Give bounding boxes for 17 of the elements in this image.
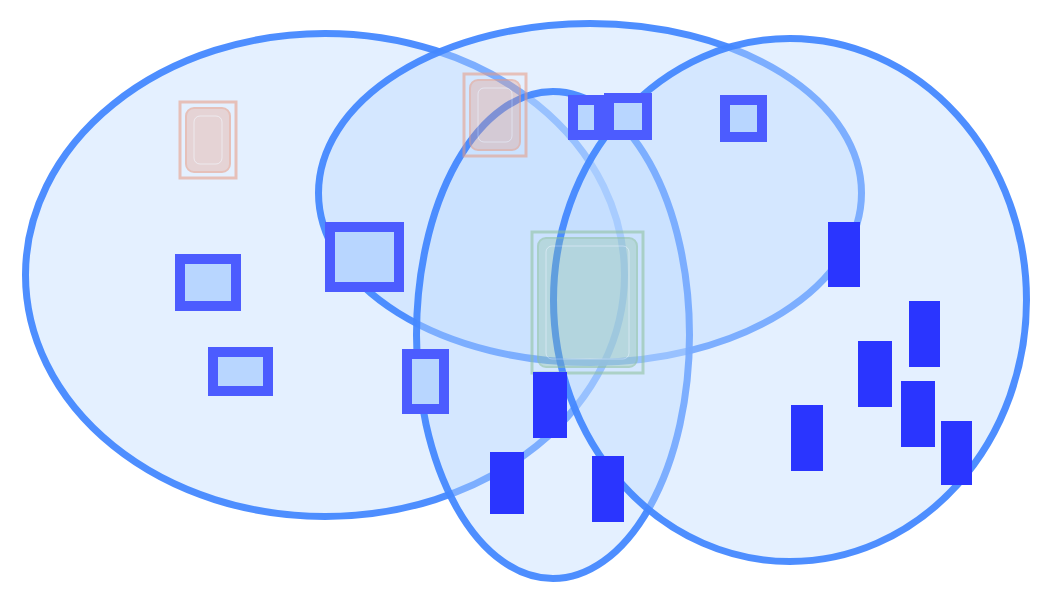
bar-marker — [592, 456, 624, 522]
bar-marker — [858, 341, 892, 407]
square-marker — [568, 95, 604, 140]
bar-marker — [901, 381, 935, 447]
bar-marker — [828, 222, 860, 287]
bar-marker — [941, 421, 972, 485]
square-marker — [175, 254, 241, 311]
square-marker — [720, 95, 767, 142]
square-marker — [604, 93, 652, 140]
bar-marker — [490, 452, 524, 514]
bar-marker — [791, 405, 823, 471]
square-marker — [325, 222, 404, 292]
bar-marker — [533, 372, 567, 438]
square-marker — [208, 347, 273, 396]
bar-marker — [909, 301, 940, 367]
ticket-icon — [462, 72, 528, 158]
ticket-icon — [178, 100, 238, 180]
